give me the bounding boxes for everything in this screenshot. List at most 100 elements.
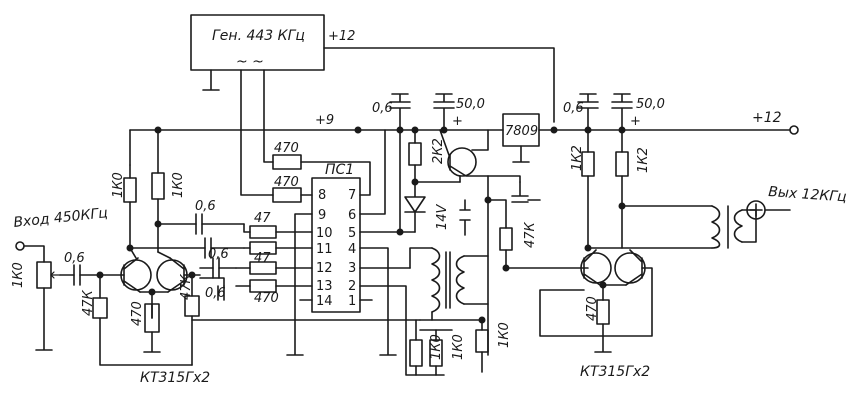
ic-input-resistors: 470 470 47 47 470 xyxy=(235,141,371,356)
generator-block: Ген. 443 КГц ~ ~ +12 xyxy=(190,14,555,196)
junction-dot xyxy=(502,264,510,272)
generator-output-marks: ~ ~ xyxy=(236,54,264,70)
zener-label: 14V xyxy=(435,203,450,230)
output-feedback-wire xyxy=(539,267,653,337)
r-1k0-d xyxy=(429,339,443,367)
cap-06-c xyxy=(212,257,220,279)
r-470-c-label: 470 xyxy=(254,291,279,306)
cap-06-d-wire xyxy=(199,277,225,287)
input-wire xyxy=(23,245,45,263)
input-section: Вход 450КГц 1К0 0,6 xyxy=(11,205,125,351)
r-1k2-a-label: 1К2 xyxy=(570,145,585,171)
ic-pin-14: 14 xyxy=(316,294,333,309)
cap-50-a-label: 50,0 xyxy=(456,97,485,112)
output-transformer: Вых 12КГц xyxy=(711,184,847,249)
mid-components: 47К xyxy=(459,175,541,356)
left-bias-resistors: 47К 470 47К xyxy=(81,271,421,366)
cap-06-e xyxy=(389,93,411,131)
cap-06-a-label: 0,6 xyxy=(195,199,216,214)
transistor-left-a-legs xyxy=(123,257,141,293)
r-1k0-b-label: 1К0 xyxy=(171,172,186,198)
r-2k2 xyxy=(408,142,422,166)
r-47k-b xyxy=(184,295,200,317)
r-1k0-d-label: 1К0 xyxy=(451,334,466,360)
cap-06-a xyxy=(195,213,203,235)
r-1k2-b xyxy=(615,151,629,177)
rail-plus9-label: +9 xyxy=(315,113,334,128)
r-470-out-label: 470 xyxy=(585,296,600,321)
zener-diode xyxy=(404,181,426,233)
junction-dot xyxy=(599,281,607,289)
r-470-out xyxy=(596,299,610,325)
generator-box xyxy=(190,14,325,71)
output-transformer-primary xyxy=(711,205,721,249)
ic-pin-5: 5 xyxy=(348,226,356,241)
r-470-d-leads xyxy=(143,303,161,353)
r-470-top2 xyxy=(272,187,302,203)
regulator-ground xyxy=(512,145,530,163)
r-1k0-e-label: 1К0 xyxy=(497,322,512,348)
cap-50-b xyxy=(611,93,633,131)
ic-pin-10: 10 xyxy=(316,226,333,241)
r-47k-a-label: 47К xyxy=(81,289,96,316)
input-label: Вход 450КГц xyxy=(13,205,109,231)
cap-06-b xyxy=(204,237,212,259)
r-1k0-b xyxy=(151,172,165,200)
generator-out-wire-1 xyxy=(240,69,274,196)
output-supply-terminal[interactable] xyxy=(789,125,799,135)
input-ground xyxy=(35,287,53,351)
junction-dot xyxy=(354,126,362,134)
cap-06-e-label: 0,6 xyxy=(372,101,393,116)
r-47-c-label: 47 xyxy=(254,251,271,266)
junction-dot xyxy=(550,126,558,134)
junction-dot xyxy=(148,288,156,296)
r-470-top2-label: 470 xyxy=(274,175,299,190)
ic-pin-2: 2 xyxy=(348,279,356,294)
r-470-d xyxy=(144,303,160,333)
junction-dot xyxy=(96,271,104,279)
transformer-secondary xyxy=(455,255,465,305)
r-1k2-b-label: 1К2 xyxy=(636,147,651,173)
generator-supply-label: +12 xyxy=(328,29,355,44)
transformer-primary-wire xyxy=(409,247,433,321)
transformer-primary xyxy=(431,247,441,313)
ic-pin-12: 12 xyxy=(316,261,333,276)
ic-pin6-wire xyxy=(359,129,386,215)
r-47k-a xyxy=(92,297,108,319)
pass-transistor-collector xyxy=(471,129,489,151)
transistor-left-a xyxy=(120,259,152,291)
output-collector-resistors: 1К2 1К2 xyxy=(570,129,713,252)
r-47k-b-label: 47К xyxy=(179,273,194,300)
output-transformer-secondary xyxy=(733,209,743,243)
generator-out-wire-2 xyxy=(263,69,274,163)
cap-50-b-label: 50,0 xyxy=(636,97,665,112)
output-label: Вых 12КГц xyxy=(768,184,847,205)
right-pair-label: КТ315Гх2 xyxy=(580,364,650,380)
r-470-d-label: 470 xyxy=(130,301,145,326)
transistor-out-a-legs xyxy=(583,249,601,286)
generator-label: Ген. 443 КГц xyxy=(212,28,305,44)
cap-mid-b-wire xyxy=(487,175,521,183)
cap-06-d xyxy=(217,285,225,301)
pass-transistor xyxy=(447,147,477,177)
ic-pin-6: 6 xyxy=(348,208,356,223)
input-terminal[interactable] xyxy=(15,241,25,251)
r-47k-c-leads xyxy=(487,199,507,269)
r-47k-a-leads xyxy=(99,274,193,366)
r-1k2-a xyxy=(581,151,595,177)
coupling-caps: 0,6 0,6 0,6 xyxy=(129,199,245,301)
ic-pin9-ground xyxy=(286,213,313,356)
bottom-resistors: 1К0 1К0 1К0 xyxy=(409,316,512,376)
generator-ground xyxy=(202,69,220,91)
r-47-a xyxy=(249,225,277,239)
r-47-a-label: 47 xyxy=(254,211,271,226)
transformer-secondary-wire xyxy=(463,255,489,305)
zener-and-pass-transistor: 2К2 14V xyxy=(399,129,489,233)
ic-pin-7: 7 xyxy=(348,188,356,203)
cap-mid-a xyxy=(459,199,471,236)
transistor-out-b xyxy=(614,252,646,284)
cap-mid-b xyxy=(511,181,529,203)
cap-50-a xyxy=(433,93,455,131)
output-supply-caps: 0,6 50,0 + +12 xyxy=(563,93,799,135)
